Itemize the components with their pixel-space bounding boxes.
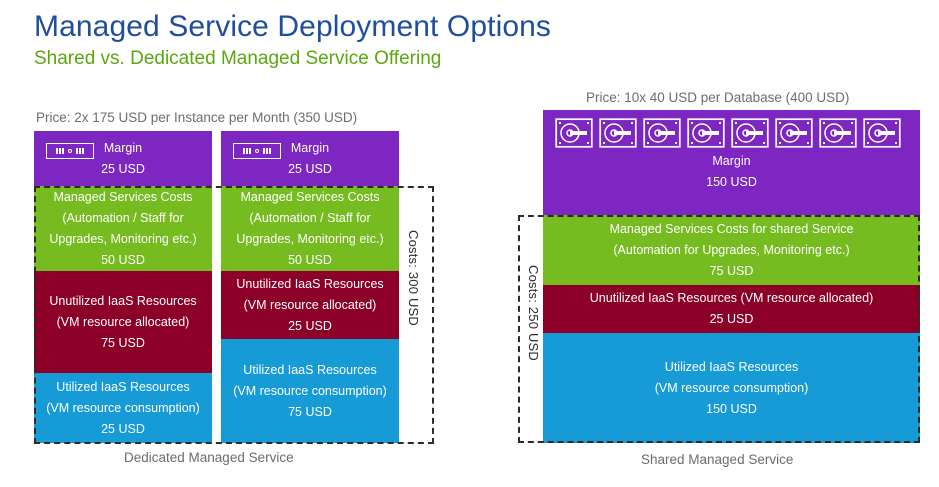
block-title: Unutilized IaaS Resources [236,276,384,291]
block-title: Unutilized IaaS Resources [49,293,197,308]
server-icon [233,143,281,159]
dedicated-b-block-managed-services-costs[interactable]: Managed Services Costs (Automation / Sta… [221,186,399,271]
dedicated-a-block-managed-services-costs[interactable]: Managed Services Costs (Automation / Sta… [34,186,212,271]
block-amount: 150 USD [706,175,757,189]
dedicated-b-block-unutilized-iaas[interactable]: Unutilized IaaS Resources (VM resource a… [221,271,399,339]
database-icon [863,118,901,148]
shared-block-managed-services-costs[interactable]: Managed Services Costs for shared Servic… [543,215,920,285]
block-detail-line-1: (Automation / Staff for [62,210,184,225]
dedicated-stack-a: Margin 25 USD Managed Services Costs (Au… [34,131,212,443]
block-detail: (VM resource consumption) [46,400,200,415]
block-amount: 75 USD [288,404,332,419]
server-icon-bars-right [76,148,85,154]
dedicated-a-block-utilized-iaas[interactable]: Utilized IaaS Resources (VM resource con… [34,373,212,443]
server-icon-bars-left [242,148,251,154]
block-detail: (VM resource allocated) [56,314,190,329]
page-subtitle: Shared vs. Dedicated Managed Service Off… [34,48,442,69]
block-amount: 50 USD [288,252,332,267]
block-title: Utilized IaaS Resources [664,359,799,374]
block-detail: (Automation for Upgrades, Monitoring etc… [613,242,850,257]
database-icon [731,118,769,148]
shared-stack: Margin 150 USD [543,110,920,443]
server-icon [46,143,94,159]
block-detail: (VM resource consumption) [233,383,387,398]
database-icon [775,118,813,148]
block-title: Managed Services Costs [240,189,380,204]
block-title: Margin [290,140,330,155]
block-detail-line-2: Upgrades, Monitoring etc.) [236,231,384,246]
server-icon-bars-left [55,148,64,154]
block-detail-line-1: (Automation / Staff for [249,210,371,225]
block-amount: 25 USD [101,421,145,436]
dedicated-price-label: Price: 2x 175 USD per Instance per Month… [36,110,358,125]
block-title: Margin [103,140,143,155]
dedicated-b-block-utilized-iaas[interactable]: Utilized IaaS Resources (VM resource con… [221,339,399,443]
block-title: Managed Services Costs for shared Servic… [609,221,854,236]
block-title: Unutilized IaaS Resources (VM resource a… [589,291,874,305]
database-icon-row [555,118,901,148]
database-icon [643,118,681,148]
block-detail: (VM resource allocated) [243,297,377,312]
database-icon [819,118,857,148]
page-title: Managed Service Deployment Options [34,10,552,43]
block-amount: 25 USD [101,161,145,176]
shared-caption: Shared Managed Service [641,452,794,467]
block-title: Utilized IaaS Resources [56,379,190,394]
dedicated-a-block-unutilized-iaas[interactable]: Unutilized IaaS Resources (VM resource a… [34,271,212,373]
shared-price-label: Price: 10x 40 USD per Database (400 USD) [586,90,850,105]
block-amount: 25 USD [709,312,754,326]
block-amount: 150 USD [706,401,757,416]
block-detail: (VM resource consumption) [654,380,809,395]
block-title: Utilized IaaS Resources [243,362,377,377]
block-amount: 50 USD [101,252,145,267]
block-detail-line-2: Upgrades, Monitoring etc.) [49,231,197,246]
server-icon-bars-right [263,148,272,154]
database-icon [555,118,593,148]
block-title: Margin [712,154,751,168]
block-amount: 75 USD [709,263,754,278]
shared-block-utilized-iaas[interactable]: Utilized IaaS Resources (VM resource con… [543,333,920,443]
server-icon-indicator [67,148,73,154]
database-icon [599,118,637,148]
block-amount: 25 USD [288,318,332,333]
dedicated-costs-label: Costs: 300 USD [406,230,421,327]
database-icon [687,118,725,148]
shared-block-unutilized-iaas[interactable]: Unutilized IaaS Resources (VM resource a… [543,285,920,333]
server-icon-indicator [254,148,260,154]
block-amount: 25 USD [288,161,332,176]
block-amount: 75 USD [101,335,145,350]
page-header: Managed Service Deployment Options Share… [34,8,551,72]
dedicated-caption: Dedicated Managed Service [124,450,294,465]
dedicated-stack-b: Margin 25 USD Managed Services Costs (Au… [221,131,399,443]
shared-costs-label: Costs: 250 USD [526,265,541,362]
block-title: Managed Services Costs [53,189,193,204]
